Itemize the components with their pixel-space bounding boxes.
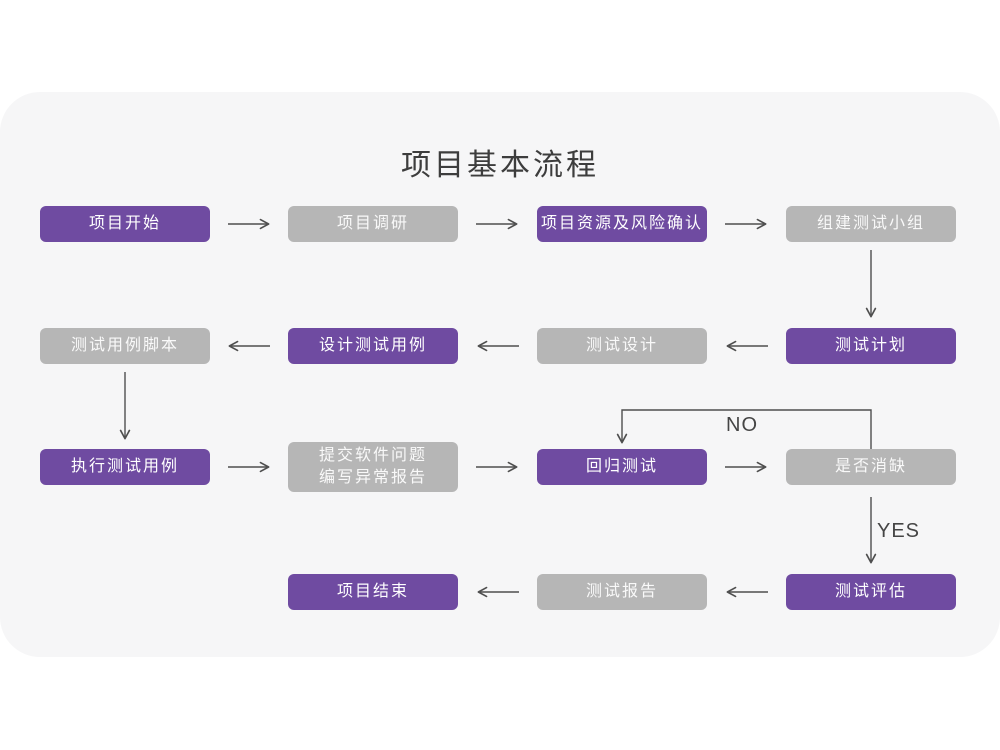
flow-node-regression-test: 回归测试 xyxy=(537,449,707,485)
flow-node-project-end: 项目结束 xyxy=(288,574,458,610)
flow-node-defect-cleared-check: 是否消缺 xyxy=(786,449,956,485)
flow-node-test-evaluation: 测试评估 xyxy=(786,574,956,610)
flow-node-execute-test-case: 执行测试用例 xyxy=(40,449,210,485)
edge-label-yes: YES xyxy=(877,520,921,542)
flow-node-test-report: 测试报告 xyxy=(537,574,707,610)
flow-node-project-start: 项目开始 xyxy=(40,206,210,242)
flow-node-build-test-team: 组建测试小组 xyxy=(786,206,956,242)
flow-node-resource-risk: 项目资源及风险确认 xyxy=(537,206,707,242)
diagram-title: 项目基本流程 xyxy=(401,149,599,182)
flowchart-card xyxy=(0,92,1000,657)
flow-node-project-research: 项目调研 xyxy=(288,206,458,242)
flow-node-test-plan: 测试计划 xyxy=(786,328,956,364)
flow-node-submit-issue-report: 提交软件问题 编写异常报告 xyxy=(288,442,458,492)
flow-node-design-test-case: 设计测试用例 xyxy=(288,328,458,364)
flow-node-test-case-script: 测试用例脚本 xyxy=(40,328,210,364)
flow-node-test-design: 测试设计 xyxy=(537,328,707,364)
edge-label-no: NO xyxy=(726,414,758,436)
